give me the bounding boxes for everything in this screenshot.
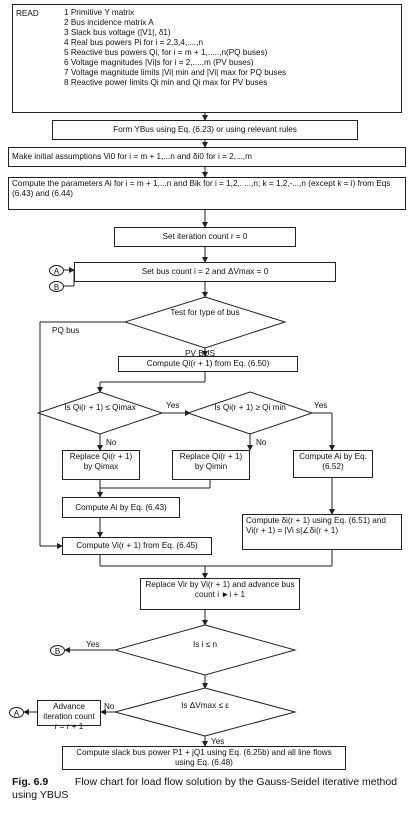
i-le-n-decision: Is i ≤ n <box>192 640 218 649</box>
no-label-qmax: No <box>106 438 117 447</box>
read-item: 4 Real bus powers Pi for i = 2,3,4,....,… <box>64 38 204 47</box>
connector-b-return: B <box>50 645 65 656</box>
figure-caption: Fig. 6.9 Flow chart for load flow soluti… <box>12 776 407 802</box>
compute-q-box: Compute Qi(r + 1) from Eq. (6.50) <box>118 356 298 372</box>
iteration-count-box: Set iteration count r = 0 <box>114 227 296 247</box>
read-item: 1 Primitive Y matrix <box>64 8 135 17</box>
read-label: READ <box>16 9 39 18</box>
read-inputs-box: READ <box>12 4 402 113</box>
form-ybus-box: Form YBus using Eq. (6.23) or using rele… <box>52 120 358 140</box>
advance-iteration-box: Advance iteration count r = r + 1 <box>37 700 101 731</box>
yes-label-qmin: Yes <box>314 401 328 410</box>
connector-a: A <box>49 265 64 276</box>
replace-qmax-box: Replace Qi(r + 1) by Qimax <box>62 450 140 480</box>
read-item: 6 Voltage magnitudes |Vi|s for i = 2,...… <box>64 58 254 67</box>
qmax-decision: Is Qi(r + 1) ≤ Qimax <box>64 403 136 412</box>
replace-qmin-box: Replace Qi(r + 1) by Qimin <box>172 450 250 480</box>
no-label-qmin: No <box>256 438 267 447</box>
compute-delta-box: Compute δi(r + 1) using Eq. (6.51) and V… <box>242 514 402 550</box>
test-bus-type-decision: Test for type of bus <box>170 308 240 317</box>
figure-caption-text: Flow chart for load flow solution by the… <box>12 776 398 801</box>
qmin-decision: Is Qi(r + 1) ≥ Qi min <box>214 403 286 412</box>
read-list: 1 Primitive Y matrix 2 Bus incidence mat… <box>64 8 286 88</box>
read-item: 8 Reactive power limits Qi min and Qi ma… <box>64 78 268 87</box>
initial-assumptions-box: Make initial assumptions Vi0 for i = m +… <box>8 147 406 167</box>
dv-decision: Is ΔVmax ≤ ε <box>181 701 229 710</box>
read-item: 7 Voltage magnitude limits |Vi| min and … <box>64 68 287 77</box>
connector-b: B <box>49 281 64 292</box>
read-item: 5 Reactive bus powers Qi, for i = m + 1,… <box>64 48 268 57</box>
pq-bus-label: PQ bus <box>52 326 80 335</box>
read-item: 3 Slack bus voltage (|V1|, δ1) <box>64 28 171 37</box>
compute-parameters-box: Compute the parameters Ai for i = m + 1,… <box>8 177 406 210</box>
yes-label-i: Yes <box>86 640 100 649</box>
bus-count-box: Set bus count i = 2 and ΔVmax = 0 <box>74 262 336 282</box>
yes-label-qmax: Yes <box>166 401 180 410</box>
yes-label-dv: Yes <box>211 737 225 746</box>
final-compute-box: Compute slack bus power P1 + jQ1 using E… <box>62 746 346 770</box>
figure-number: Fig. 6.9 <box>12 776 49 788</box>
compute-v-box: Compute Vi(r + 1) from Eq. (6.45) <box>62 537 212 555</box>
compute-ai-652-box: Compute Ai by Eq. (6.52) <box>293 450 373 478</box>
connector-a-return: A <box>9 707 24 718</box>
no-label-dv: No <box>104 702 115 711</box>
compute-ai-643-box: Compute Ai by Eq. (6.43) <box>62 497 180 518</box>
read-item: 2 Bus incidence matrix A <box>64 18 154 27</box>
pv-bus-label: PV BUS <box>185 349 216 358</box>
replace-v-box: Replace Vir by Vi(r + 1) and advance bus… <box>140 578 300 610</box>
